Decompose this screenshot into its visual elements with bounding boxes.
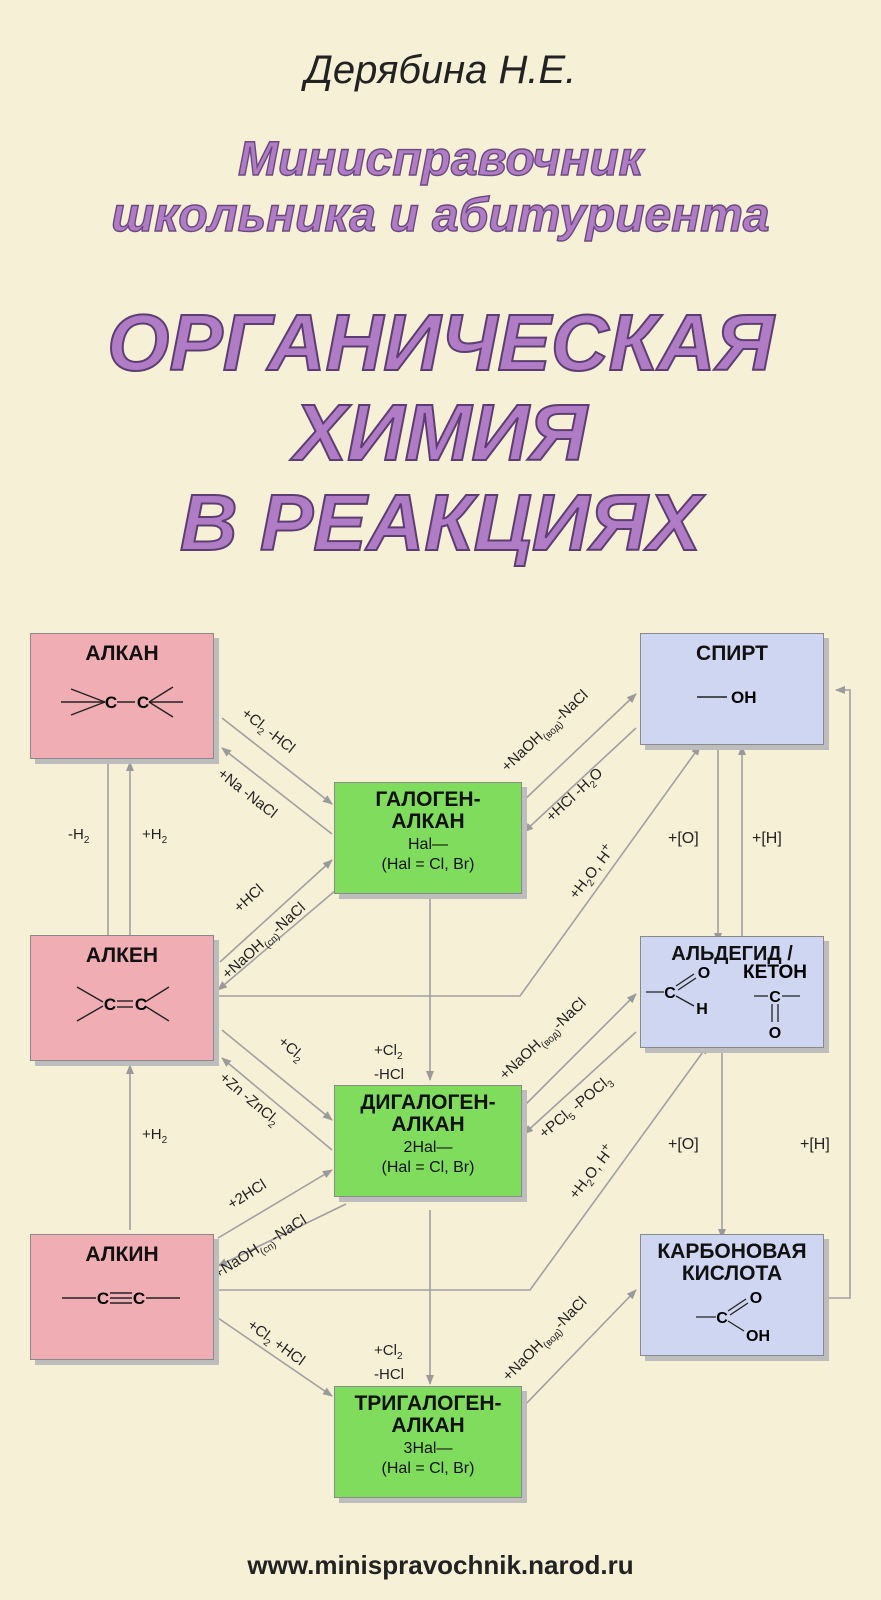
svg-text:O: O <box>769 1025 781 1040</box>
svg-text:C: C <box>137 693 149 712</box>
arrow-alcohol-to-halo <box>523 727 637 833</box>
subtitle-line-1: Миниcправочник <box>237 132 643 186</box>
arrow-tri-to-acid <box>521 1289 637 1409</box>
arrow-alkyne-to-di <box>217 1169 333 1239</box>
aldehyde-name-line-1: АЛЬДЕГИД / <box>671 943 793 965</box>
box-carboxylic-acid: КАРБОНОВАЯ КИСЛОТА C O OH <box>640 1234 824 1356</box>
label-red-alcohol: +[H] <box>752 830 782 847</box>
svg-text:C: C <box>97 1289 109 1308</box>
arrow-di-to-alkene <box>221 1057 333 1151</box>
label-alkene-plus-h2: +H2 <box>142 826 168 846</box>
label-ox-alcohol: +[O] <box>668 830 699 847</box>
svg-text:O: O <box>698 965 710 982</box>
dihaloalkane-note: (Hal = Cl, Br) <box>381 1159 475 1176</box>
box-alkane: АЛКАН C C <box>30 633 214 759</box>
haloalkane-name: ГАЛОГЕН- АЛКАН <box>375 788 481 833</box>
svg-text:O: O <box>750 1290 762 1307</box>
arrow-alkyne-to-tri <box>217 1317 333 1397</box>
svg-text:OH: OH <box>746 1328 770 1345</box>
label-halo-to-di: +Cl2-HCl <box>374 1042 404 1083</box>
box-trihaloalkane: ТРИГАЛОГЕН- АЛКАН 3Hal— (Hal = Cl, Br) <box>334 1386 522 1498</box>
book-title: ОРГАНИЧЕСКАЯ ХИМИЯ В РЕАКЦИЯХ <box>0 297 881 568</box>
arrow-alkene-to-di <box>221 1029 333 1121</box>
svg-text:C: C <box>716 1310 728 1327</box>
title-line-3: В РЕАКЦИЯХ <box>179 477 702 568</box>
aldehyde-ketone-structure: C O H КЕТОН C O <box>646 962 807 1040</box>
author: Дерябина Н.Е. <box>304 48 577 92</box>
box-haloalkane: ГАЛОГЕН- АЛКАН Hal— (Hal = Cl, Br) <box>334 782 522 894</box>
trihaloalkane-note: (Hal = Cl, Br) <box>381 1460 475 1477</box>
svg-text:C: C <box>104 995 116 1014</box>
arrow-ald-to-di <box>523 1031 637 1135</box>
svg-text:C: C <box>769 989 781 1006</box>
box-aldehyde-ketone: АЛЬДЕГИД / C O H КЕТОН C O <box>640 936 824 1048</box>
label-alkane-minus-h2: -H2 <box>68 826 90 846</box>
dihaloalkane-name: ДИГАЛОГЕН- АЛКАН <box>360 1091 496 1136</box>
box-alkyne: АЛКИН C C <box>30 1234 214 1360</box>
subtitle: Миниcправочник школьника и абитуриента <box>0 132 881 244</box>
arrow-halo-to-alkane <box>221 747 333 835</box>
arrow-acid-to-alcohol <box>826 686 851 1299</box>
trihaloalkane-name: ТРИГАЛОГЕН- АЛКАН <box>354 1392 502 1437</box>
alcohol-name: СПИРТ <box>696 642 768 665</box>
label-red-acid: +[H] <box>800 1136 830 1153</box>
arrow-di-to-alkyne <box>217 1203 347 1267</box>
acid-name-line-1: КАРБОНОВАЯ <box>657 1240 807 1263</box>
arrow-alkene-to-alcohol <box>218 745 701 997</box>
acid-structure: C O OH <box>696 1290 770 1345</box>
trihaloalkane-formula: 3Hal— <box>403 1440 453 1457</box>
svg-text:C: C <box>105 693 117 712</box>
label-alkyne-plus-h2: +H2 <box>142 1126 168 1146</box>
svg-text:C: C <box>133 1289 145 1308</box>
arrow-di-to-ald <box>521 993 637 1109</box>
svg-text:H: H <box>696 1001 708 1018</box>
ketone-label: КЕТОН <box>743 962 807 983</box>
svg-text:OH: OH <box>731 688 757 707</box>
arrow-halo-to-alcohol <box>521 693 637 803</box>
arrow-alkene-to-halo <box>219 859 333 963</box>
box-alkene: АЛКЕН C C <box>30 935 214 1061</box>
haloalkane-note: (Hal = Cl, Br) <box>381 856 475 873</box>
svg-text:C: C <box>664 985 676 1002</box>
box-alcohol: СПИРТ OH <box>640 633 824 745</box>
acid-name: КАРБОНОВАЯ КИСЛОТА <box>641 1241 823 1285</box>
title-line-2: ХИМИЯ <box>293 387 588 478</box>
label-di-to-tri: +Cl2-HCl <box>374 1342 404 1383</box>
arrow-alkyne-to-ald <box>218 1044 709 1291</box>
svg-text:C: C <box>135 995 147 1014</box>
alkane-structure: C C <box>61 686 183 718</box>
arrow-halo-to-alkene <box>217 889 337 991</box>
label-ox-aldehyde: +[O] <box>668 1136 699 1153</box>
alkyne-name: АЛКИН <box>85 1243 159 1266</box>
alkene-name: АЛКЕН <box>85 944 159 967</box>
alkane-name: АЛКАН <box>85 642 159 665</box>
alkyne-structure: C C <box>62 1289 180 1308</box>
dihaloalkane-formula: 2Hal— <box>403 1139 453 1156</box>
title-line-1: ОРГАНИЧЕСКАЯ <box>106 297 775 388</box>
arrow-alkane-to-halo <box>221 717 333 805</box>
acid-name-line-2: КИСЛОТА <box>681 1262 783 1285</box>
haloalkane-formula: Hal— <box>407 836 448 853</box>
subtitle-line-2: школьника и абитуриента <box>111 188 771 242</box>
alkene-structure: C C <box>76 986 170 1022</box>
alcohol-structure: OH <box>697 688 757 707</box>
footer-url[interactable]: www.minispravochnik.narod.ru <box>247 1550 634 1580</box>
aldehyde-name: АЛЬДЕГИД / <box>641 943 823 966</box>
box-dihaloalkane: ДИГАЛОГЕН- АЛКАН 2Hal— (Hal = Cl, Br) <box>334 1085 522 1197</box>
